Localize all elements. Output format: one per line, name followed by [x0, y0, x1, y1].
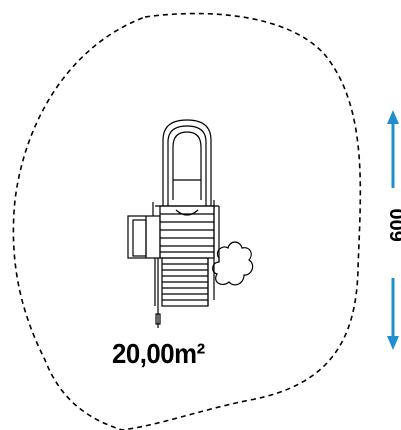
dimension-indicator	[387, 110, 399, 350]
dimension-label: 600	[387, 208, 401, 242]
stairs	[154, 257, 209, 328]
slide	[162, 119, 212, 216]
arrow-up-icon	[387, 110, 399, 124]
safety-zone-boundary	[12, 12, 362, 430]
arrow-down-icon	[387, 336, 399, 350]
area-label: 20,00m²	[112, 338, 205, 369]
cloud-panel	[212, 241, 254, 286]
play-structure	[127, 119, 254, 328]
side-panel	[127, 202, 161, 259]
